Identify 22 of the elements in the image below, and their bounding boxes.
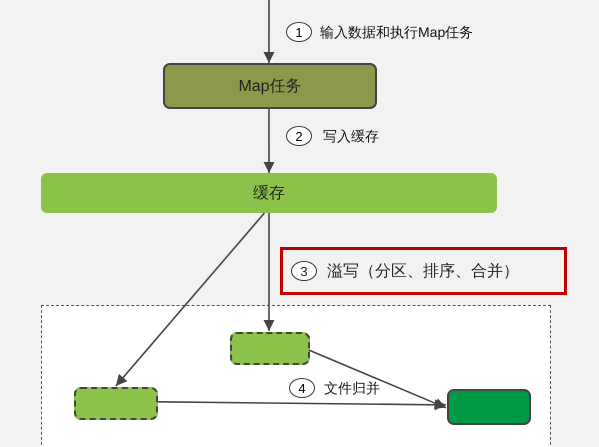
step-number: 2	[286, 126, 312, 146]
step-number: 3	[291, 261, 317, 281]
box-label: 缓存	[253, 184, 285, 204]
process-box	[447, 389, 531, 425]
process-box	[41, 173, 497, 213]
edge-label: 输入数据和执行Map任务	[320, 24, 474, 42]
dashed-box	[74, 387, 158, 420]
arrow	[263, 0, 275, 63]
box-label: 溢写（分区、排序、合并）	[327, 262, 519, 282]
arrow	[263, 213, 275, 331]
arrow	[263, 109, 275, 173]
highlight-box	[280, 247, 567, 295]
arrow	[157, 399, 446, 410]
arrow	[115, 212, 266, 387]
edge-label: 写入缓存	[323, 128, 379, 146]
dashed-box	[230, 332, 310, 365]
process-box	[163, 63, 377, 109]
edge-label: 文件归并	[324, 380, 380, 398]
arrow	[308, 349, 446, 409]
step-number: 1	[286, 22, 312, 42]
box-label: Map任务	[238, 76, 302, 96]
dashed-container	[41, 305, 551, 447]
